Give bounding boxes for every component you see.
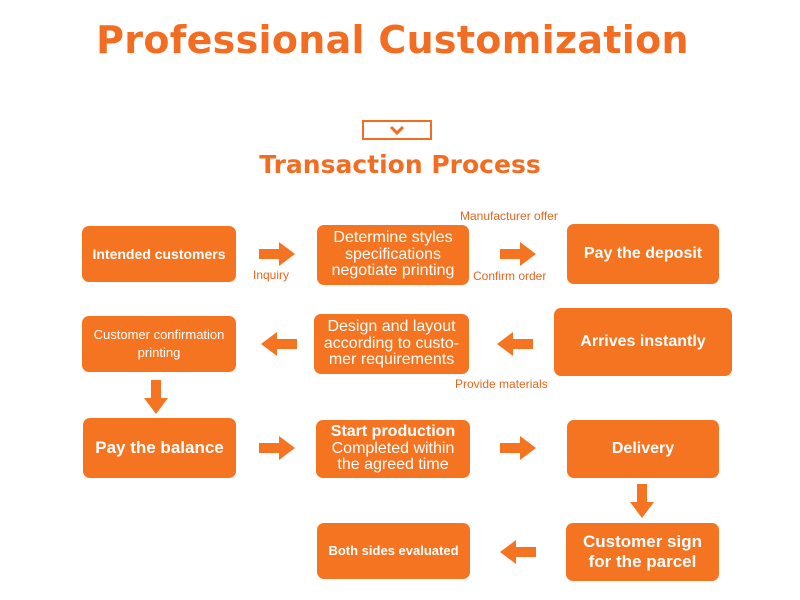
arrow-right-icon — [259, 436, 295, 460]
step-label: Pay the deposit — [583, 244, 703, 262]
step-line: according to custo- — [323, 334, 460, 352]
arrow-left-icon — [497, 332, 533, 356]
section-subtitle: Transaction Process — [259, 150, 541, 179]
step-start-production: Start production Completed within the ag… — [316, 420, 470, 478]
step-both-sides-evaluated: Both sides evaluated — [317, 523, 470, 579]
step-delivery: Delivery — [567, 420, 719, 478]
step-line: Start production — [330, 422, 456, 440]
step-arrives-instantly: Arrives instantly — [554, 308, 732, 376]
step-line: negotiate printing — [331, 262, 455, 280]
step-customer-confirmation: Customer confirmation printing — [82, 316, 236, 372]
step-line: Design and layout — [327, 317, 456, 335]
arrow-down-icon — [144, 380, 168, 414]
step-intended-customers: Intended customers — [82, 226, 236, 282]
step-customer-sign: Customer sign for the parcel — [566, 523, 719, 581]
arrow-left-icon — [500, 540, 536, 564]
step-pay-deposit: Pay the deposit — [567, 224, 719, 284]
step-line: mer requirements — [328, 351, 455, 369]
label-manufacturer-offer: Manufacturer offer — [460, 209, 558, 223]
arrow-right-icon — [500, 242, 536, 266]
step-line: printing — [137, 345, 181, 360]
step-line: Customer confirmation — [93, 327, 225, 343]
step-label: Both sides evaluated — [328, 543, 459, 559]
arrow-right-icon — [500, 436, 536, 460]
step-line: for the parcel — [588, 552, 697, 571]
arrow-right-icon — [259, 242, 295, 266]
step-line: Completed within — [331, 439, 455, 457]
step-label: Arrives instantly — [580, 332, 706, 350]
arrow-left-icon — [261, 332, 297, 356]
step-line: the agreed time — [337, 456, 449, 474]
label-provide-materials: Provide materials — [455, 377, 548, 391]
step-line: Determine styles — [333, 228, 453, 246]
page-title: Professional Customization — [96, 18, 689, 62]
step-determine-styles: Determine styles specifications negotiat… — [317, 225, 469, 285]
arrow-down-icon — [630, 484, 654, 518]
step-label: Intended customers — [92, 245, 226, 262]
step-label: Pay the balance — [95, 438, 224, 458]
step-pay-balance: Pay the balance — [83, 418, 236, 478]
chevron-down-icon — [362, 120, 432, 140]
step-line: specifications — [344, 245, 442, 263]
label-inquiry: Inquiry — [253, 268, 290, 282]
step-design-layout: Design and layout according to custo- me… — [314, 314, 469, 374]
step-label: Delivery — [611, 439, 675, 457]
label-confirm-order: Confirm order — [473, 269, 547, 283]
step-line: Customer sign — [582, 531, 703, 551]
